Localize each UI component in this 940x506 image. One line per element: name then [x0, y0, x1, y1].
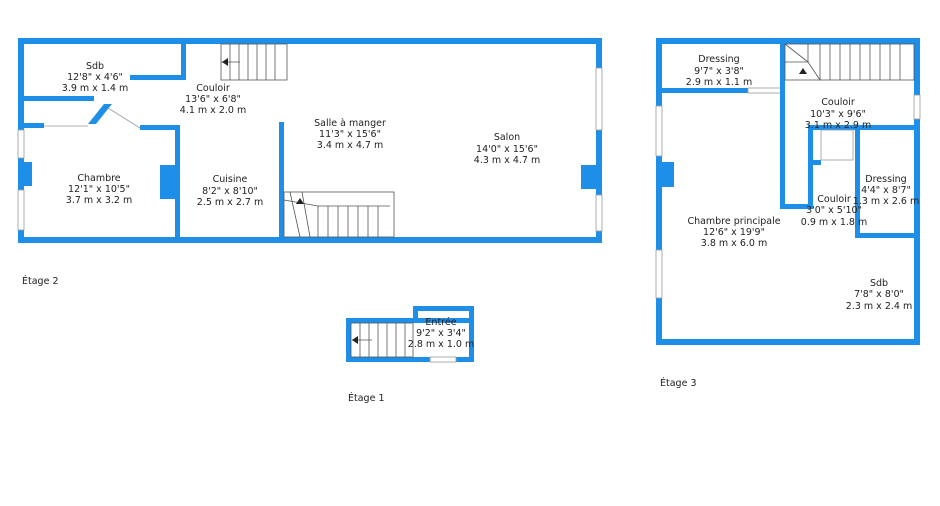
svg-text:Dressing: Dressing	[698, 54, 739, 65]
svg-text:11'3" x 15'6": 11'3" x 15'6"	[319, 129, 381, 140]
svg-text:1.3 m x 2.6 m: 1.3 m x 2.6 m	[853, 196, 919, 207]
svg-text:Couloir: Couloir	[817, 194, 851, 205]
floor-label-etage-1: Étage 1	[348, 392, 385, 404]
room-sdb-etage-3: Sdb 7'8" x 8'0" 2.3 m x 2.4 m	[846, 278, 912, 312]
floor-etage-1	[346, 306, 474, 363]
svg-text:8'2" x 8'10": 8'2" x 8'10"	[202, 186, 258, 197]
svg-text:3.1 m x 2.9 m: 3.1 m x 2.9 m	[805, 120, 871, 131]
svg-text:Salon: Salon	[494, 132, 520, 143]
svg-text:3'0" x 5'10": 3'0" x 5'10"	[806, 205, 862, 216]
svg-text:9'2" x 3'4": 9'2" x 3'4"	[416, 328, 466, 339]
room-dressing-1-etage-3: Dressing 9'7" x 3'8" 2.9 m x 1.1 m	[686, 54, 752, 88]
room-chambre: Chambre 12'1" x 10'5" 3.7 m x 3.2 m	[66, 173, 132, 206]
svg-text:10'3" x 9'6": 10'3" x 9'6"	[810, 109, 866, 120]
stair-couloir-etage-2	[220, 43, 288, 81]
stair-entree-etage-1	[350, 322, 414, 358]
svg-text:Sdb: Sdb	[870, 278, 888, 289]
svg-text:Cuisine: Cuisine	[213, 174, 248, 185]
svg-text:2.8 m x 1.0 m: 2.8 m x 1.0 m	[408, 339, 474, 350]
room-chambre-principale: Chambre principale 12'6" x 19'9" 3.8 m x…	[687, 216, 780, 249]
floor-etage-3	[655, 38, 921, 345]
svg-text:14'0" x 15'6": 14'0" x 15'6"	[476, 144, 538, 155]
svg-text:12'1" x 10'5": 12'1" x 10'5"	[68, 184, 130, 195]
svg-text:4.1 m x 2.0 m: 4.1 m x 2.0 m	[180, 105, 246, 116]
svg-text:3.8 m x 6.0 m: 3.8 m x 6.0 m	[701, 238, 767, 249]
svg-text:13'6" x 6'8": 13'6" x 6'8"	[185, 94, 241, 105]
svg-text:Chambre principale: Chambre principale	[687, 216, 780, 227]
room-salon: Salon 14'0" x 15'6" 4.3 m x 4.7 m	[474, 132, 540, 166]
svg-text:2.3 m x 2.4 m: 2.3 m x 2.4 m	[846, 301, 912, 312]
svg-text:0.9 m x 1.8 m: 0.9 m x 1.8 m	[801, 217, 867, 228]
svg-text:2.5 m x 2.7 m: 2.5 m x 2.7 m	[197, 197, 263, 208]
room-dressing-2-etage-3: Dressing 4'4" x 8'7" 1.3 m x 2.6 m	[853, 174, 919, 207]
svg-text:9'7" x 3'8": 9'7" x 3'8"	[694, 66, 744, 77]
svg-text:Salle à manger: Salle à manger	[314, 118, 386, 129]
room-sdb-etage-2: Sdb 12'8" x 4'6" 3.9 m x 1.4 m	[62, 61, 128, 94]
svg-text:12'8" x 4'6": 12'8" x 4'6"	[67, 72, 123, 83]
svg-text:Couloir: Couloir	[821, 97, 855, 108]
svg-text:Entrée: Entrée	[425, 317, 456, 328]
svg-text:Chambre: Chambre	[77, 173, 120, 184]
svg-text:2.9 m x 1.1 m: 2.9 m x 1.1 m	[686, 77, 752, 88]
floor-label-etage-2: Étage 2	[22, 275, 59, 287]
svg-text:7'8" x 8'0": 7'8" x 8'0"	[854, 289, 904, 300]
floor-etage-2	[17, 38, 603, 243]
room-cuisine: Cuisine 8'2" x 8'10" 2.5 m x 2.7 m	[197, 174, 263, 208]
svg-text:4'4" x 8'7": 4'4" x 8'7"	[861, 185, 911, 196]
room-entree: Entrée 9'2" x 3'4" 2.8 m x 1.0 m	[408, 317, 474, 350]
room-couloir-etage-2: Couloir 13'6" x 6'8" 4.1 m x 2.0 m	[180, 83, 246, 116]
stair-couloir-etage-3	[784, 43, 915, 81]
room-couloir-1-etage-3: Couloir 10'3" x 9'6" 3.1 m x 2.9 m	[805, 97, 871, 131]
svg-text:3.4 m x 4.7 m: 3.4 m x 4.7 m	[317, 140, 383, 151]
room-salle-a-manger: Salle à manger 11'3" x 15'6" 3.4 m x 4.7…	[314, 118, 386, 151]
svg-text:12'6" x 19'9": 12'6" x 19'9"	[703, 227, 765, 238]
room-couloir-2-etage-3: Couloir 3'0" x 5'10" 0.9 m x 1.8 m	[801, 194, 867, 228]
svg-text:3.9 m x 1.4 m: 3.9 m x 1.4 m	[62, 83, 128, 94]
svg-text:Couloir: Couloir	[196, 83, 230, 94]
svg-text:Sdb: Sdb	[86, 61, 104, 72]
svg-text:Dressing: Dressing	[865, 174, 906, 185]
floor-label-etage-3: Étage 3	[660, 377, 697, 389]
svg-text:3.7 m x 3.2 m: 3.7 m x 3.2 m	[66, 195, 132, 206]
svg-text:4.3 m x 4.7 m: 4.3 m x 4.7 m	[474, 155, 540, 166]
